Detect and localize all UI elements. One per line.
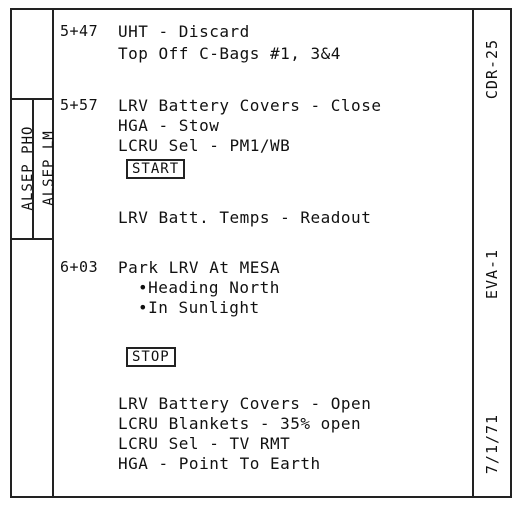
- right-margin-middle-label: EVA-1: [483, 248, 501, 300]
- entry-line: Top Off C-Bags #1, 3&4: [118, 44, 341, 63]
- right-margin-top-label: CDR-25: [483, 38, 501, 100]
- entry-line: HGA - Stow: [118, 116, 220, 135]
- entry-line: HGA - Point To Earth: [118, 454, 321, 473]
- left-margin-label-2: ALSEP LM: [41, 130, 57, 206]
- entry-line: LRV Batt. Temps - Readout: [118, 208, 372, 227]
- entry-line: LCRU Sel - TV RMT: [118, 434, 291, 453]
- entry-line: LCRU Sel - PM1/WB: [118, 136, 291, 155]
- left-column-divider: [52, 10, 54, 496]
- stop-boxed-label: STOP: [126, 347, 176, 367]
- entry-time: 5+57: [60, 96, 99, 114]
- start-boxed-label: START: [126, 159, 186, 179]
- start-box-line: START: [126, 158, 186, 179]
- left-margin-bracket: [12, 98, 52, 240]
- right-column-divider: [472, 10, 474, 496]
- entry-time: 5+47: [60, 22, 99, 40]
- entry-line: Park LRV At MESA: [118, 258, 281, 277]
- right-margin-bottom-label: 7/1/71: [483, 413, 501, 475]
- entry-line: LCRU Blankets - 35% open: [118, 414, 362, 433]
- entry-line: •In Sunlight: [138, 298, 260, 317]
- entry-line: UHT - Discard: [118, 22, 250, 41]
- entry-time: 6+03: [60, 258, 99, 276]
- stop-box-line: STOP: [126, 346, 176, 367]
- checklist-content: 5+47 UHT - Discard Top Off C-Bags #1, 3&…: [56, 10, 470, 496]
- entry-line: LRV Battery Covers - Close: [118, 96, 382, 115]
- left-margin-label-1: ALSEP PHO: [20, 125, 36, 211]
- entry-line: •Heading North: [138, 278, 280, 297]
- checklist-page: ALSEP PHO ALSEP LM CDR-25 EVA-1 7/1/71 5…: [10, 8, 512, 498]
- entry-line: LRV Battery Covers - Open: [118, 394, 372, 413]
